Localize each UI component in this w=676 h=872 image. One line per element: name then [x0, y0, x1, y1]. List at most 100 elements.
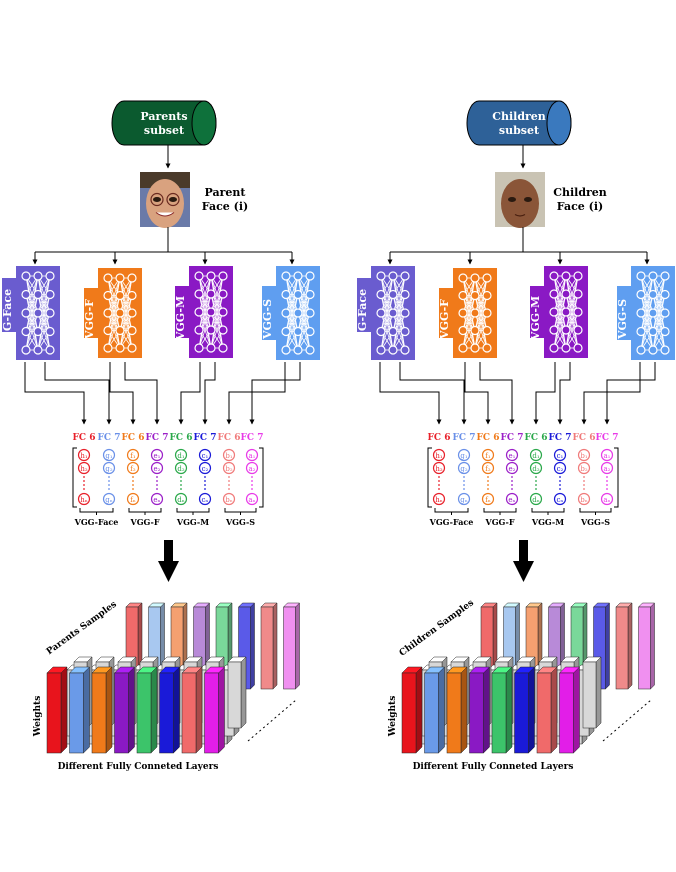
fc-label: FC 6 — [218, 433, 241, 443]
group-label: VGG-F — [484, 517, 514, 527]
feature-node — [577, 492, 591, 506]
feature-node — [577, 448, 591, 462]
fc-label: FC 7 — [194, 433, 217, 443]
feature-node — [198, 492, 212, 506]
feature-node — [150, 492, 164, 506]
feature-node — [553, 448, 567, 462]
feature-glyph: h₂ — [80, 465, 88, 473]
feature-glyph: e₂ — [154, 465, 161, 473]
samples-label: Children Samples — [398, 598, 476, 659]
feature-node — [174, 448, 188, 462]
bracket-left — [72, 447, 77, 508]
bracket-right — [614, 447, 619, 508]
connector-fc7 — [604, 362, 656, 425]
network-nodes — [458, 273, 492, 353]
face-label: Face (i) — [557, 200, 603, 213]
group-label: VGG-Face — [429, 517, 474, 527]
front-slab — [46, 666, 68, 754]
feature-glyph: eₙ — [508, 496, 515, 504]
down-arrow-shaft — [164, 540, 173, 562]
feature-glyph: cₙ — [557, 496, 564, 504]
network-label: VGG-M — [529, 296, 542, 341]
network-tab — [175, 286, 191, 338]
group-label: VGG-M — [176, 517, 209, 527]
group-brace — [79, 508, 114, 515]
feature-glyph: fₙ — [485, 496, 491, 504]
down-arrow-head — [158, 561, 179, 582]
feature-glyph: f₁ — [485, 452, 491, 460]
network-vgg-m: VGG-M — [529, 266, 588, 358]
feature-glyph: a₁ — [604, 452, 611, 460]
face-label: Children — [553, 186, 607, 199]
layers-label: Different Fully Conneted Layers — [58, 762, 219, 772]
feature-node — [600, 448, 614, 462]
network-edges — [553, 275, 579, 349]
feature-node — [553, 461, 567, 475]
front-slab — [136, 666, 158, 754]
feature-node — [481, 492, 495, 506]
fc-label: FC 7 — [549, 433, 572, 443]
connector-fc7 — [124, 362, 160, 425]
network-nodes — [549, 271, 583, 353]
front-slab — [158, 666, 181, 754]
layers-label: Different Fully Conneted Layers — [413, 762, 574, 772]
feature-node — [150, 448, 164, 462]
front-slab — [203, 666, 226, 754]
bracket-left — [427, 447, 432, 508]
network-nodes — [376, 271, 410, 355]
network-tab — [530, 286, 546, 338]
group-label: VGG-M — [531, 517, 564, 527]
feature-node — [432, 461, 446, 475]
feature-glyph: c₁ — [557, 452, 564, 460]
feature-glyph: g₁ — [460, 452, 467, 460]
network-nodes — [194, 271, 228, 353]
feature-node — [577, 461, 591, 475]
feature-glyph: fₙ — [130, 496, 136, 504]
network-vgg-face: VGG-Face — [1, 266, 60, 360]
feature-glyph: cₙ — [202, 496, 209, 504]
network-vgg-f: VGG-F — [83, 268, 142, 358]
back-slab — [282, 602, 301, 690]
network-label: VGG-Face — [1, 289, 14, 350]
front-slab — [113, 666, 136, 754]
feature-node — [529, 461, 543, 475]
feature-glyph: dₙ — [532, 496, 540, 504]
group-label: VGG-F — [129, 517, 159, 527]
feature-node — [198, 448, 212, 462]
feature-node — [174, 461, 188, 475]
feature-glyph: b₁ — [580, 452, 587, 460]
feature-node — [102, 492, 116, 506]
feature-glyph: g₂ — [460, 465, 467, 473]
samples-label: Parents Samples — [45, 600, 119, 658]
network-nodes — [281, 271, 315, 355]
feature-node — [457, 448, 471, 462]
group-brace — [483, 508, 517, 515]
network-vgg-s: VGG-S — [616, 266, 675, 360]
feature-node — [600, 461, 614, 475]
group-brace — [579, 508, 612, 515]
feature-glyph: a₁ — [249, 452, 256, 460]
feature-glyph: aₙ — [603, 496, 610, 504]
feature-glyph: c₂ — [557, 465, 564, 473]
front-slab — [558, 666, 581, 754]
connector-fc6 — [533, 362, 556, 425]
feature-node — [126, 448, 140, 462]
network-tab — [357, 278, 373, 332]
feature-node — [126, 492, 140, 506]
fc-label: FC 6 — [573, 433, 596, 443]
feature-glyph: h₂ — [435, 465, 443, 473]
network-label: VGG-S — [616, 299, 629, 340]
face-label: Parent — [205, 186, 247, 199]
feature-glyph: b₁ — [225, 452, 232, 460]
feature-glyph: b₂ — [225, 465, 232, 473]
weights-label: Weights — [33, 696, 43, 738]
fc-label: FC 6 — [73, 433, 96, 443]
feature-glyph: f₂ — [485, 465, 491, 473]
connector-fc6 — [109, 362, 136, 425]
fc-label: FC 6 — [477, 433, 500, 443]
feature-node — [126, 461, 140, 475]
front-slab — [401, 666, 423, 754]
